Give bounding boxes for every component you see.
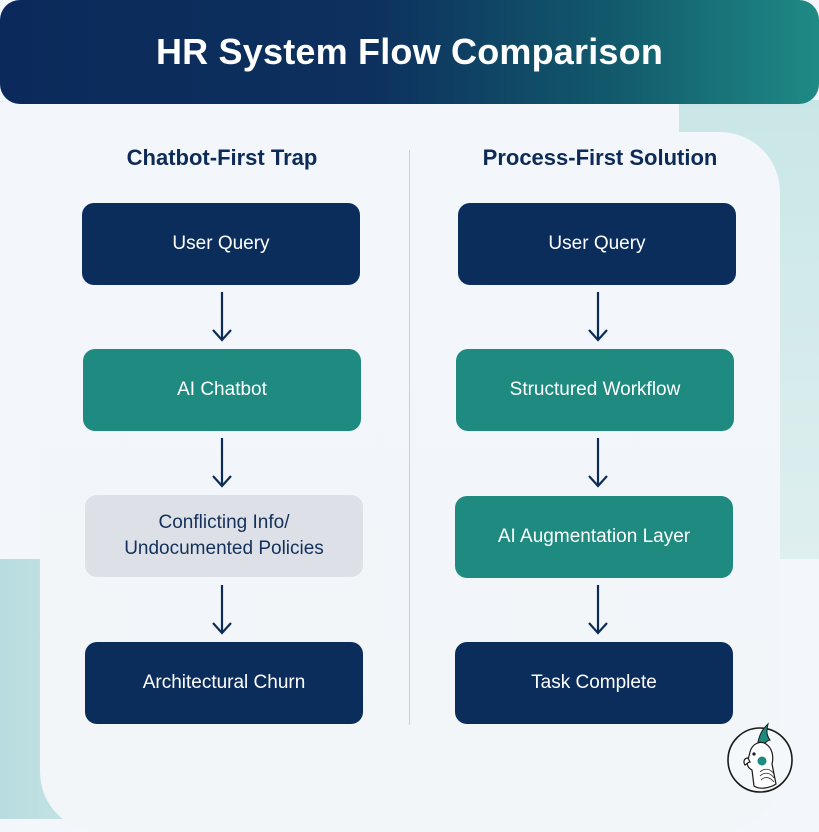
flow-step-user-query-right: User Query [458, 203, 736, 285]
flow-step-label: User Query [172, 233, 270, 254]
flow-step-label: AI Chatbot [177, 379, 267, 400]
title-banner: HR System Flow Comparison [0, 0, 819, 104]
arrow-down-icon [588, 585, 608, 635]
arrow-down-icon [588, 438, 608, 488]
flow-step-label: User Query [548, 233, 646, 254]
flow-step-label: Conflicting Info/ Undocumented Policies [124, 512, 324, 559]
flow-step-label: Structured Workflow [509, 379, 681, 400]
column-heading-process-first: Process-First Solution [482, 145, 718, 170]
flow-step-label: Architectural Churn [142, 672, 306, 693]
flow-step-architectural-churn: Architectural Churn [85, 642, 363, 724]
arrow-down-icon [212, 292, 232, 342]
flow-step-conflicting-info: Conflicting Info/ Undocumented Policies [85, 495, 363, 577]
column-heading-chatbot-first: Chatbot-First Trap [126, 145, 318, 170]
flow-step-task-complete: Task Complete [455, 642, 733, 724]
flow-step-label: AI Augmentation Layer [497, 526, 691, 547]
arrow-down-icon [588, 292, 608, 342]
flow-step-ai-chatbot: AI Chatbot [83, 349, 361, 431]
flow-step-user-query-left: User Query [82, 203, 360, 285]
flow-step-label: Task Complete [531, 672, 657, 693]
flow-step-structured-workflow: Structured Workflow [456, 349, 734, 431]
column-divider [409, 150, 410, 725]
arrow-down-icon [212, 438, 232, 488]
cockatoo-logo-icon [727, 722, 793, 793]
arrow-down-icon [212, 585, 232, 635]
flow-step-ai-augmentation-layer: AI Augmentation Layer [455, 496, 733, 578]
page-title: HR System Flow Comparison [155, 31, 664, 72]
